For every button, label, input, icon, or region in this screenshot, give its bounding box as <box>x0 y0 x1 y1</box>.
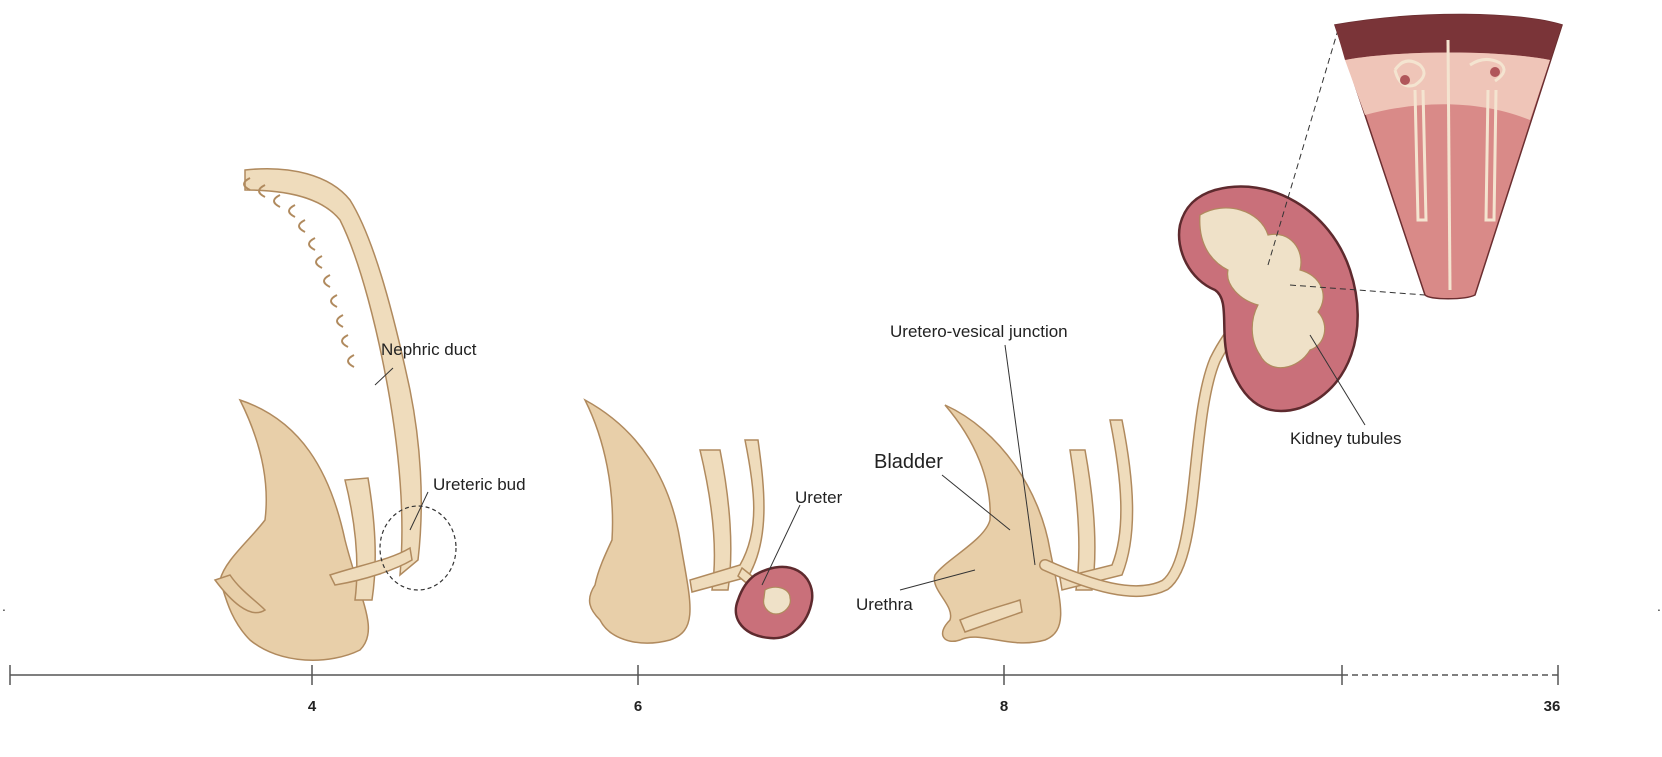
label-ureteric-bud: Ureteric bud <box>433 475 526 494</box>
cloaca-shape <box>220 400 368 660</box>
svg-text:.: . <box>1657 598 1661 614</box>
glomerulus-right <box>1490 67 1500 77</box>
stage-week-4: Nephric duct Ureteric bud <box>215 169 526 660</box>
label-kidney-tubules: Kidney tubules <box>1290 429 1402 448</box>
stage-week-8: Uretero-vesical junction Bladder Urethra… <box>856 187 1402 643</box>
tick-label-8: 8 <box>1000 698 1008 715</box>
label-ureter: Ureter <box>795 488 843 507</box>
tick-label-4: 4 <box>308 698 317 715</box>
hindgut-week-8 <box>1070 450 1095 590</box>
bladder-shape-week-6 <box>585 400 690 643</box>
label-bladder: Bladder <box>874 451 943 473</box>
tick-label-36: 36 <box>1544 698 1561 715</box>
tick-label-6: 6 <box>634 698 642 715</box>
nephric-duct-week-8 <box>1060 420 1133 590</box>
label-urethra: Urethra <box>856 595 913 614</box>
stage-week-6: Ureter <box>585 400 843 643</box>
label-nephric-duct: Nephric duct <box>381 340 477 359</box>
label-uretero-vesical-junction: Uretero-vesical junction <box>890 322 1068 341</box>
svg-text:.: . <box>2 598 6 614</box>
kidney-pelvis-week-6 <box>764 587 791 614</box>
glomerulus-left <box>1400 75 1410 85</box>
